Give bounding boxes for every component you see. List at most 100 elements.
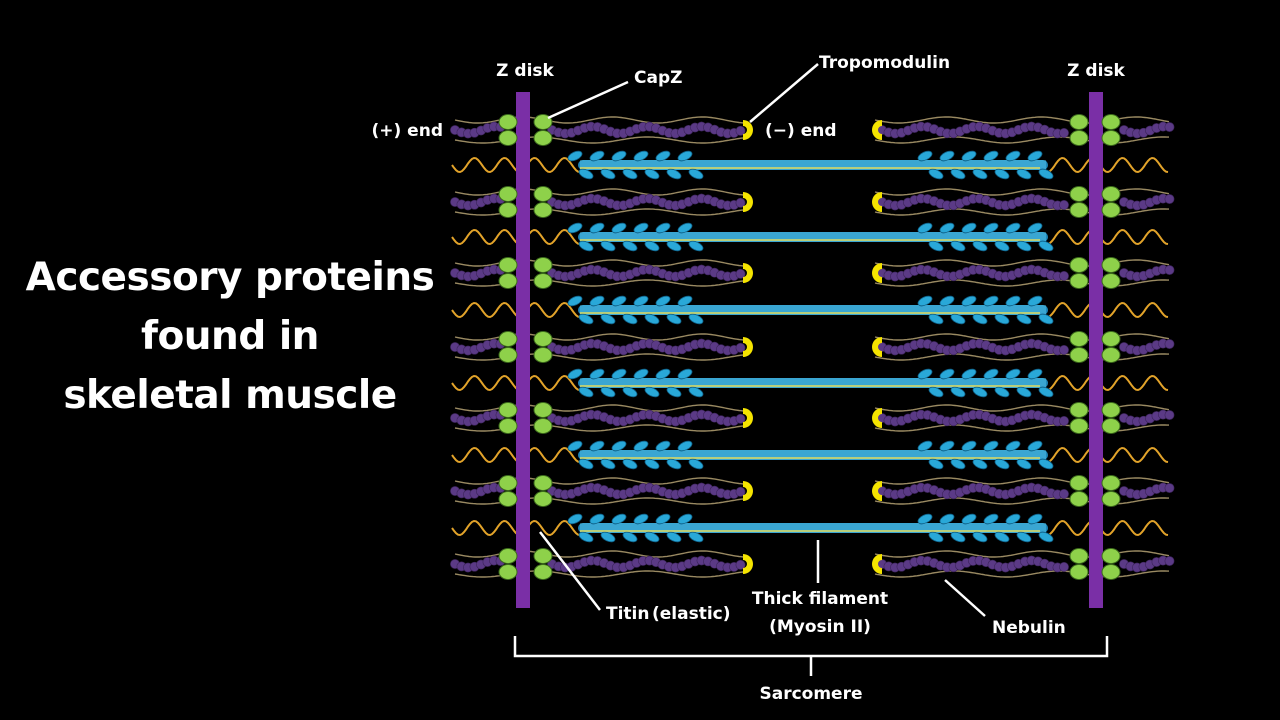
tropomodulin-cap bbox=[743, 337, 753, 357]
capz-subunit bbox=[1069, 475, 1089, 491]
capz-label: CapZ bbox=[634, 68, 682, 88]
myosin-head bbox=[666, 531, 682, 543]
nebulin-strand bbox=[874, 116, 1170, 124]
myosin-head bbox=[567, 222, 583, 234]
myosin-head bbox=[939, 295, 955, 307]
tropomodulin-cap bbox=[872, 337, 882, 357]
myosin-head bbox=[928, 531, 944, 543]
actin-bead bbox=[735, 486, 746, 497]
capz-subunit bbox=[533, 130, 553, 146]
myosin-head bbox=[950, 458, 966, 470]
myosin-head bbox=[983, 295, 999, 307]
tropomodulin-caps bbox=[743, 120, 882, 574]
capz-subunit bbox=[1101, 402, 1121, 418]
myosin-head bbox=[983, 368, 999, 380]
myosin-head bbox=[644, 240, 660, 252]
capz-pointer bbox=[547, 80, 629, 120]
myosin-head bbox=[611, 513, 627, 525]
z-disk-right-label: Z disk bbox=[1067, 61, 1125, 81]
capz-proteins bbox=[498, 114, 1121, 580]
myosin-head bbox=[950, 313, 966, 325]
capz-subunit bbox=[1069, 331, 1089, 347]
myosin-head bbox=[600, 531, 616, 543]
actin-bead bbox=[1059, 200, 1069, 210]
myosin-head bbox=[917, 440, 933, 452]
myosin-head bbox=[622, 240, 638, 252]
actin-bead bbox=[735, 413, 746, 424]
capz-subunit bbox=[498, 548, 518, 564]
actin-bead bbox=[1164, 122, 1175, 132]
myosin-head bbox=[950, 240, 966, 252]
nebulin-label: Nebulin bbox=[992, 618, 1066, 638]
actin-bead bbox=[735, 559, 746, 570]
capz-subunit bbox=[1069, 564, 1089, 580]
nebulin-strand bbox=[874, 570, 1169, 578]
myosin-head bbox=[1027, 440, 1043, 452]
myosin-head bbox=[1016, 168, 1032, 180]
capz-subunit bbox=[1101, 114, 1121, 130]
capz-subunit bbox=[1101, 257, 1121, 273]
capz-subunit bbox=[498, 273, 518, 289]
myosin-head bbox=[917, 295, 933, 307]
capz-subunit bbox=[1101, 130, 1121, 146]
myosin-head bbox=[567, 150, 583, 162]
myosin-head bbox=[983, 440, 999, 452]
capz-subunit bbox=[533, 114, 553, 130]
myosin-head bbox=[622, 313, 638, 325]
actin-bead bbox=[1164, 194, 1175, 204]
myosin-head bbox=[677, 368, 693, 380]
myosin-head bbox=[928, 240, 944, 252]
capz-subunit bbox=[1069, 548, 1089, 564]
titin-label: Titin bbox=[606, 604, 649, 624]
myosin-head bbox=[917, 368, 933, 380]
myosin-head bbox=[972, 168, 988, 180]
myosin-head bbox=[972, 386, 988, 398]
capz-subunit bbox=[498, 564, 518, 580]
capz-subunit bbox=[498, 402, 518, 418]
myosin-head bbox=[578, 386, 594, 398]
tropomodulin-cap bbox=[743, 408, 753, 428]
nebulin-strand bbox=[874, 477, 1170, 485]
nebulin-strand bbox=[874, 353, 1169, 361]
titin-elastic-label: (elastic) bbox=[652, 604, 731, 624]
actin-bead bbox=[735, 268, 746, 279]
myosin-head bbox=[1027, 513, 1043, 525]
myosin-head bbox=[666, 386, 682, 398]
myosin-head bbox=[655, 295, 671, 307]
myosin-head bbox=[600, 458, 616, 470]
tropomodulin-cap bbox=[872, 408, 882, 428]
capz-subunit bbox=[533, 475, 553, 491]
titin-spring bbox=[1039, 228, 1169, 246]
myosin-head bbox=[994, 386, 1010, 398]
myosin-head bbox=[1027, 368, 1043, 380]
actin-bead bbox=[1059, 345, 1069, 355]
capz-subunit bbox=[1101, 347, 1121, 363]
myosin-head bbox=[655, 440, 671, 452]
myosin-head bbox=[939, 440, 955, 452]
myosin-head bbox=[688, 531, 704, 543]
myosin-head bbox=[655, 150, 671, 162]
myosin-head bbox=[1016, 386, 1032, 398]
tropomodulin-cap bbox=[743, 120, 753, 140]
actin-bead bbox=[1164, 556, 1175, 566]
myosin-head bbox=[950, 168, 966, 180]
myosin-head bbox=[600, 168, 616, 180]
actin-bead bbox=[1059, 416, 1069, 426]
myosin-head bbox=[983, 513, 999, 525]
tropomodulin-cap bbox=[872, 554, 882, 574]
nebulin-strand bbox=[874, 208, 1169, 216]
capz-subunit bbox=[1069, 347, 1089, 363]
tropomodulin-cap bbox=[872, 263, 882, 283]
myosin-head bbox=[677, 513, 693, 525]
capz-subunit bbox=[533, 491, 553, 507]
nebulin-strand bbox=[874, 497, 1169, 505]
capz-subunit bbox=[1101, 331, 1121, 347]
myosin-head bbox=[600, 386, 616, 398]
actin-bead bbox=[1059, 128, 1069, 138]
myosin-head bbox=[928, 458, 944, 470]
myosin-head bbox=[655, 513, 671, 525]
myosin-head bbox=[1016, 313, 1032, 325]
myosin-head bbox=[1038, 240, 1054, 252]
actin-bead bbox=[735, 342, 746, 353]
